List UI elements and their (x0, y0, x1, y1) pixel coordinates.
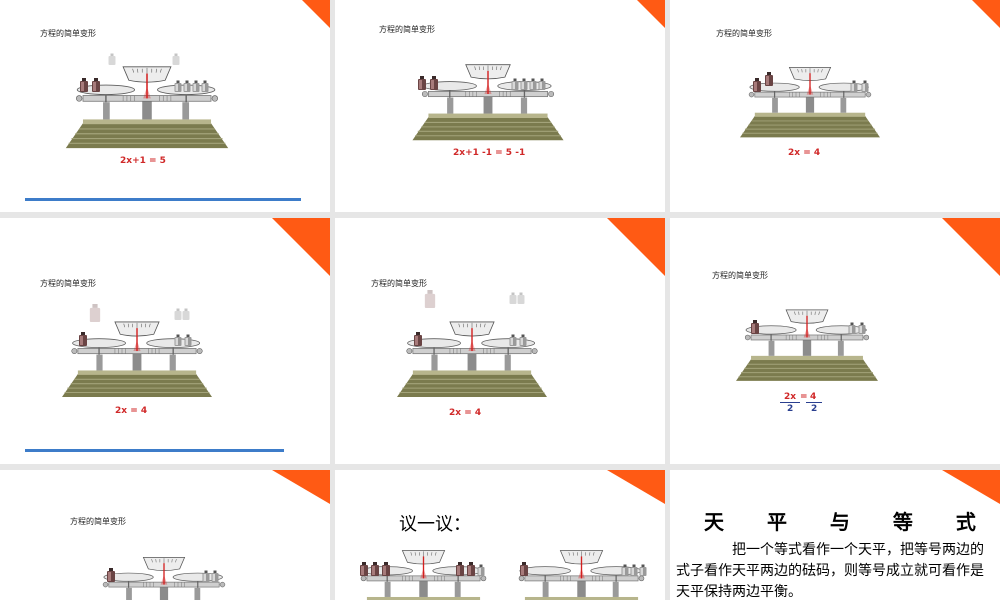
right-denominator: 2 (811, 404, 818, 414)
fraction-line (780, 402, 800, 403)
slide-title: 方程的简单变形 (716, 29, 772, 38)
corner-accent (942, 470, 1000, 504)
slide-title: 方程的简单变形 (40, 279, 96, 288)
balance-scale (62, 64, 232, 150)
ghost-weight-icon (423, 290, 437, 308)
corner-accent (972, 0, 1000, 28)
slide-title: 方程的简单变形 (371, 279, 427, 288)
equation: 2x = 4 (449, 408, 482, 418)
slide-title: 方程的简单变形 (70, 517, 126, 526)
balance-scale (509, 548, 654, 600)
slide-thumbnail-7[interactable]: 方程的简单变形 (0, 470, 330, 600)
slide-thumbnail-5[interactable]: 方程的简单变形 2x = 4 (335, 218, 665, 464)
slide-title: 议一议： (399, 514, 471, 535)
equation: 2x+1 = 5 (120, 156, 166, 166)
corner-accent (272, 470, 330, 504)
corner-accent (607, 470, 665, 504)
slide-thumbnail-3[interactable]: 方程的简单变形 2x = 4 (670, 0, 1000, 212)
blue-bar (25, 449, 284, 452)
equation: 2x = 4 (788, 148, 821, 158)
slide-title: 天 平 与 等 式 (704, 510, 994, 534)
slide-thumbnail-8[interactable]: 议一议： (335, 470, 665, 600)
balance-scale (740, 64, 880, 140)
slide-thumbnail-2[interactable]: 方程的简单变形 2x+1 -1 = 5 -1 (335, 0, 665, 212)
blue-bar (25, 198, 301, 201)
corner-accent (637, 0, 665, 28)
balance-scale (94, 554, 234, 600)
slide-title: 方程的简单变形 (379, 25, 435, 34)
balance-scale (62, 318, 212, 400)
slide-title: 方程的简单变形 (40, 29, 96, 38)
fraction-line (806, 402, 822, 403)
slide-title: 方程的简单变形 (712, 271, 768, 280)
equation: 2x+1 -1 = 5 -1 (453, 148, 526, 158)
right-numerator: 4 (810, 392, 817, 402)
corner-accent (272, 218, 330, 276)
slide-thumbnail-9[interactable]: 天 平 与 等 式 把一个等式看作一个天平，把等号两边的式子看作天平两边的砝码，… (670, 470, 1000, 600)
equals-sign: = (800, 392, 808, 402)
left-denominator: 2 (787, 404, 794, 414)
balance-scale (403, 62, 573, 142)
corner-accent (607, 218, 665, 276)
balance-scale (736, 306, 878, 384)
equation: 2x = 4 (115, 406, 148, 416)
slide-thumbnail-4[interactable]: 方程的简单变形 2x = 4 (0, 218, 330, 464)
ghost-weight-icon (509, 292, 525, 304)
slide-thumbnail-1[interactable]: 方程的简单变形 2x+1 = 5 (0, 0, 330, 212)
slide-body: 把一个等式看作一个天平，把等号两边的式子看作天平两边的砝码，则等号成立就可看作是… (676, 542, 984, 600)
corner-accent (942, 218, 1000, 276)
balance-scale (351, 548, 496, 600)
balance-scale (397, 318, 547, 400)
corner-accent (302, 0, 330, 28)
left-numerator: 2x (784, 392, 797, 402)
slide-thumbnail-6[interactable]: 方程的简单变形 2x 2 = 4 2 (670, 218, 1000, 464)
